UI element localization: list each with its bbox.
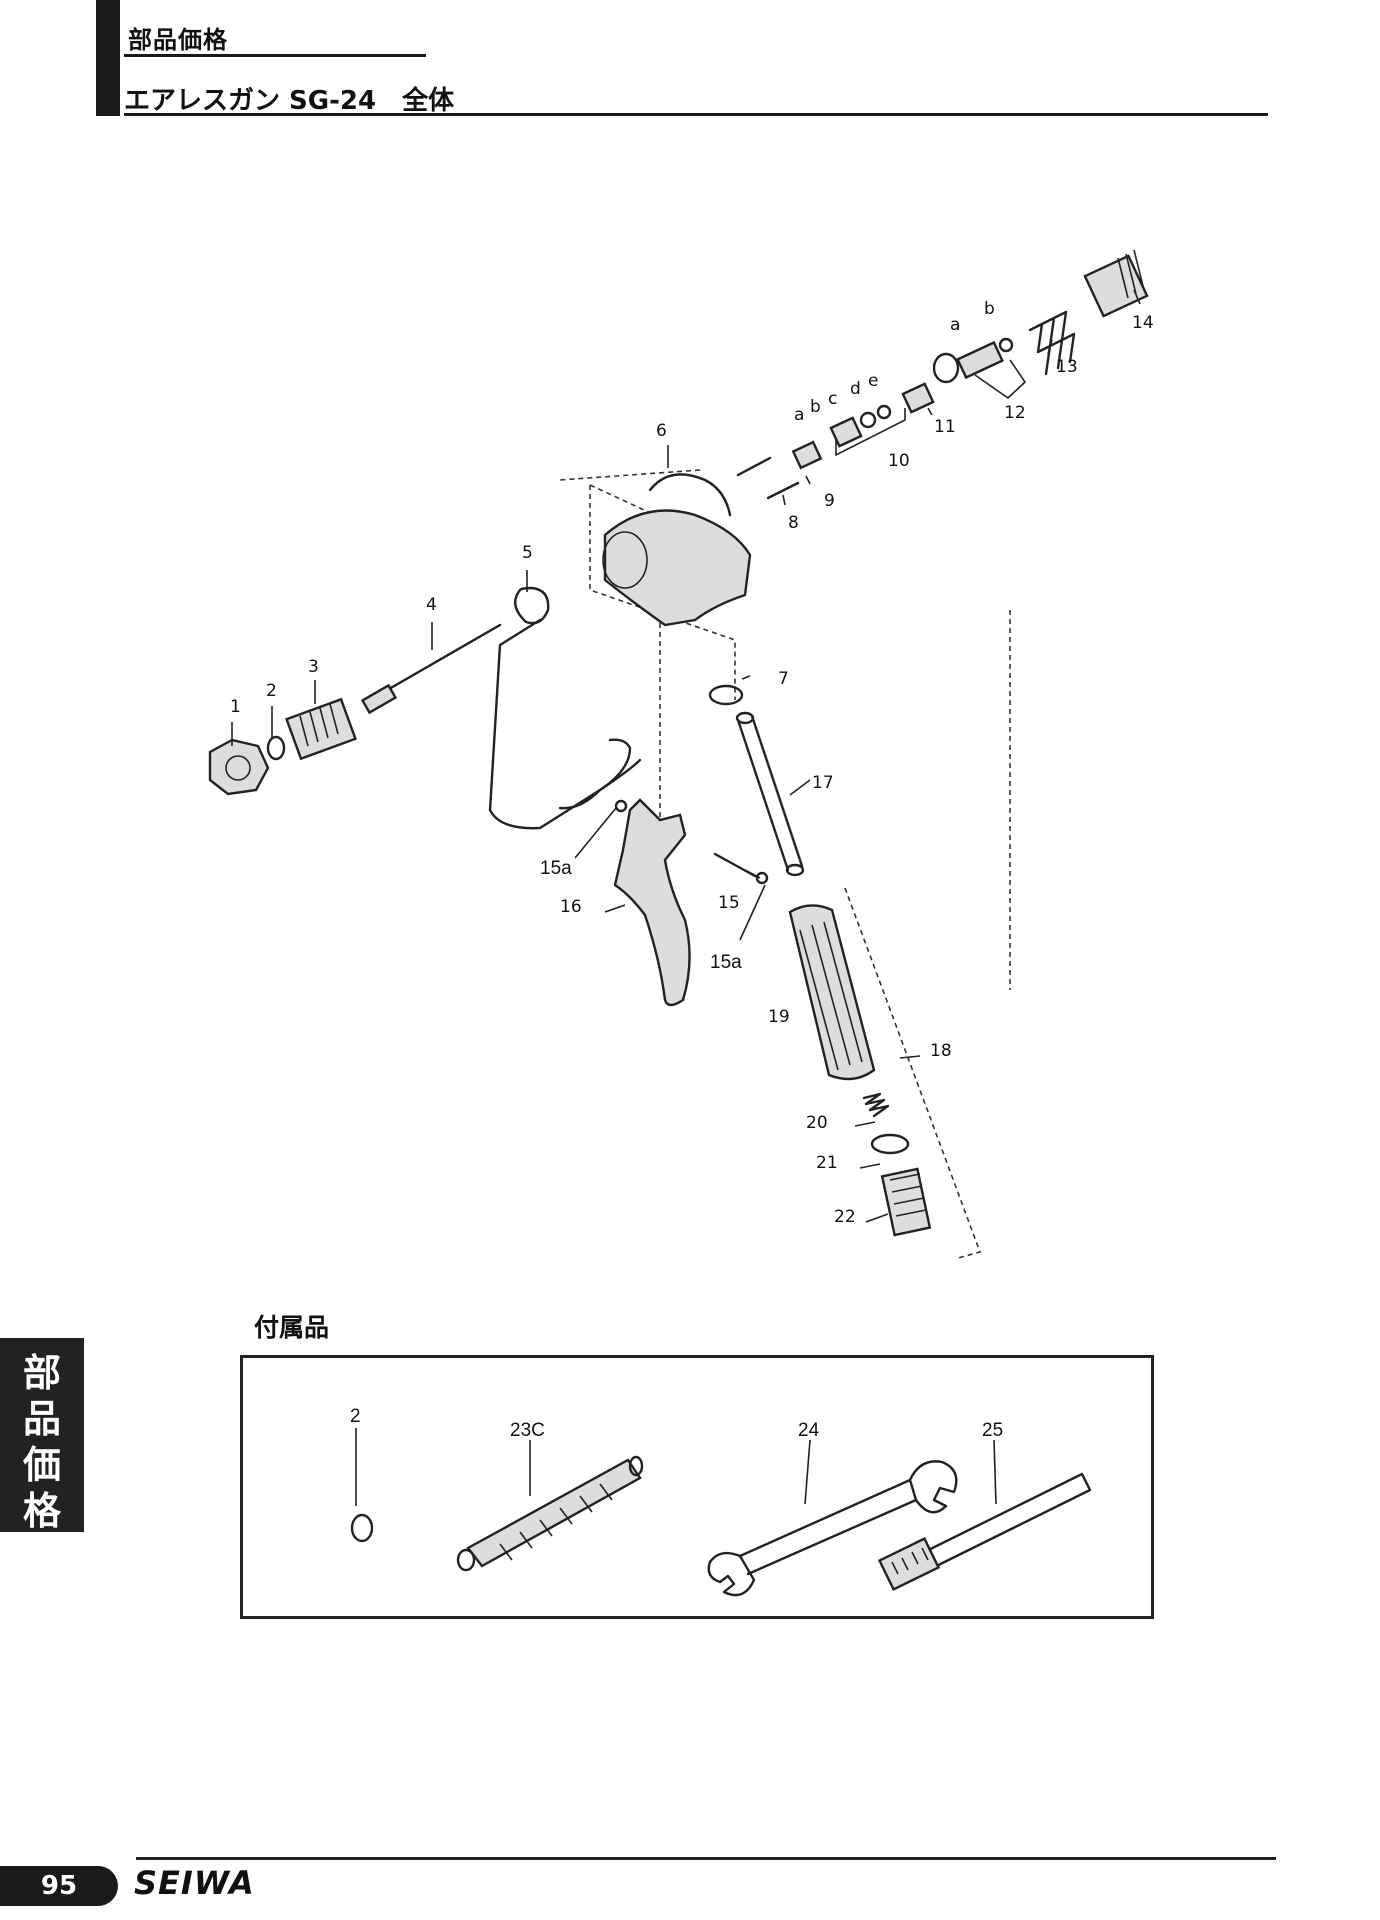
part-label: 2 xyxy=(266,681,277,701)
section-title: 部品価格 xyxy=(128,26,228,54)
part-label: 3 xyxy=(308,657,319,677)
part-20-spring xyxy=(862,1092,890,1118)
part-label: 8 xyxy=(788,513,799,533)
part-21-oring xyxy=(870,1133,910,1155)
footer-rule xyxy=(136,1857,1276,1860)
sub-label: e xyxy=(868,371,878,391)
guide-line xyxy=(844,887,982,1259)
sub-label: a xyxy=(794,405,804,425)
part-label: 20 xyxy=(806,1113,828,1133)
acc-label: 24 xyxy=(798,1420,820,1441)
acc-23c-tube xyxy=(456,1455,644,1572)
part-label: 10 xyxy=(888,451,910,471)
sub-label: b xyxy=(810,397,821,417)
acc-2-washer xyxy=(350,1513,374,1543)
part-label: 19 xyxy=(768,1007,790,1027)
part-label: 22 xyxy=(834,1207,856,1227)
side-tab-char: 格 xyxy=(22,1489,61,1533)
side-tab: 部 品 価 格 xyxy=(0,1338,84,1533)
side-tab-char: 部 xyxy=(22,1351,61,1395)
acc-label: 23C xyxy=(510,1420,545,1441)
part-4-needle xyxy=(360,623,502,715)
part-10-assembly xyxy=(829,404,906,457)
side-tab-char: 品 xyxy=(22,1397,61,1441)
part-label: 11 xyxy=(934,417,956,437)
accessories-title: 付属品 xyxy=(254,1313,330,1342)
part-19-handle xyxy=(788,904,876,1081)
part-label: 16 xyxy=(560,897,582,917)
part-22-swivel xyxy=(880,1167,932,1237)
part-label: 7 xyxy=(778,669,789,689)
header-bar xyxy=(96,0,120,116)
sub-label: b xyxy=(984,299,995,319)
part-6-gun-body xyxy=(602,473,752,627)
part-14-cap xyxy=(1083,249,1149,318)
sub-label: c xyxy=(828,389,837,409)
accessories-box xyxy=(240,1355,1154,1619)
part-label: 18 xyxy=(930,1041,952,1061)
part-label: 17 xyxy=(812,773,834,793)
part-label: 15a xyxy=(540,858,572,879)
part-11-nut xyxy=(901,382,935,414)
part-label: 12 xyxy=(1004,403,1026,423)
part-label: 15 xyxy=(718,893,740,913)
acc-label: 25 xyxy=(982,1420,1003,1441)
brand-logo: SEIWA xyxy=(134,1864,255,1902)
page-number: 95 xyxy=(0,1866,118,1906)
part-label: 4 xyxy=(426,595,437,615)
part-label: 21 xyxy=(816,1153,838,1173)
part-label: 9 xyxy=(824,491,835,511)
part-1-nut xyxy=(208,738,270,796)
part-label: 13 xyxy=(1056,357,1078,377)
sub-label: d xyxy=(850,379,861,399)
part-8-pins xyxy=(736,456,800,500)
part-label: 14 xyxy=(1132,313,1154,333)
page-title: エアレスガン SG-24 全体 xyxy=(124,86,455,116)
part-12-piston xyxy=(932,337,1027,400)
section-underline xyxy=(124,54,426,57)
acc-25-brush xyxy=(877,1472,1092,1591)
part-7-oring xyxy=(708,684,744,706)
acc-24-wrench xyxy=(707,1460,958,1597)
acc-label: 2 xyxy=(350,1406,361,1427)
title-underline xyxy=(124,113,1268,116)
side-tab-char: 価 xyxy=(22,1443,61,1487)
part-2-washer xyxy=(266,735,286,761)
part-3-fitting xyxy=(285,697,357,761)
part-label: 15a xyxy=(710,952,742,973)
part-17-tube xyxy=(735,711,805,877)
part-label: 6 xyxy=(656,421,667,441)
part-9-seat xyxy=(791,440,823,470)
leader-line xyxy=(231,289,1141,1223)
part-label: 1 xyxy=(230,697,241,717)
sub-label: a xyxy=(950,315,960,335)
part-16-trigger xyxy=(613,798,691,1007)
part-label: 5 xyxy=(522,543,533,563)
